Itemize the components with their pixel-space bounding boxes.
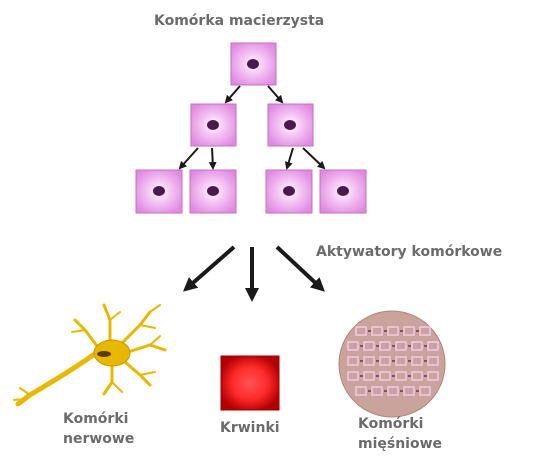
nerve-cells-label-line1: Komórki — [63, 409, 134, 429]
stem-cell-level3-3 — [266, 170, 312, 213]
muscle-tissue-icon — [339, 311, 445, 417]
stem-cell-top — [231, 43, 276, 85]
muscle-cells-label-line2: mięśniowe — [358, 434, 442, 454]
muscle-cells-label: Komórki mięśniowe — [358, 414, 442, 454]
neuron-icon — [14, 305, 165, 404]
stem-cell-level3-1 — [136, 170, 182, 213]
stem-cell-level3-2 — [190, 170, 236, 213]
activators-label: Aktywatory komórkowe — [316, 242, 502, 262]
blood-cell-icon — [221, 356, 279, 410]
stem-cell-title: Komórka macierzysta — [154, 11, 324, 31]
muscle-cells-label-line1: Komórki — [358, 414, 442, 434]
activator-arrows — [186, 247, 322, 298]
stem-cell-level2-right — [268, 104, 313, 146]
blood-cells-label: Krwinki — [220, 418, 280, 438]
stem-cell-level3-4 — [320, 170, 366, 213]
nerve-cells-label: Komórki nerwowe — [63, 409, 134, 449]
stem-cell-level2-left — [191, 104, 236, 146]
nerve-cells-label-line2: nerwowe — [63, 429, 134, 449]
